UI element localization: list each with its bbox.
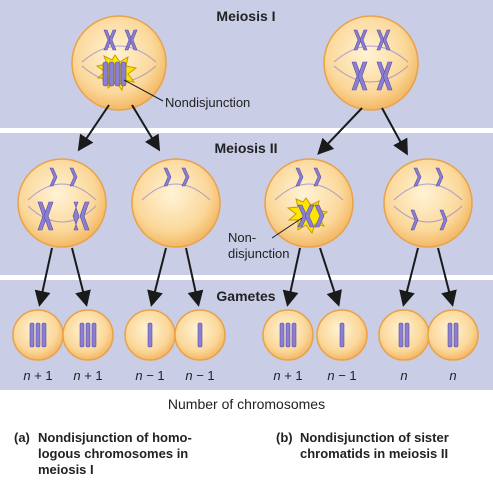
- meiosis2-cell-1: [17, 158, 107, 248]
- gamete-cell: [262, 309, 314, 361]
- chromosome: [339, 322, 345, 348]
- stage-label-meiosis-1: Meiosis I: [216, 8, 276, 24]
- callout-nondisjunction-a: Nondisjunction: [165, 95, 251, 110]
- gamete-count-label: n + 1: [273, 368, 303, 383]
- gamete-cell: [316, 309, 368, 361]
- gamete-count-label: n − 1: [185, 368, 215, 383]
- chromosome: [291, 322, 297, 348]
- chromosome: [453, 322, 459, 348]
- chromosome: [147, 322, 153, 348]
- chromosome: [85, 322, 91, 348]
- chromosome: [398, 322, 404, 348]
- gamete-cell: [427, 309, 479, 361]
- chromosome: [404, 322, 410, 348]
- axis-label: Number of chromosomes: [167, 396, 326, 412]
- caption-a-line-1: Nondisjunction of homo-: [38, 430, 192, 445]
- chromosome: [91, 322, 97, 348]
- gamete-count-label: n: [449, 368, 457, 383]
- callout-nondisjunction-b: Non- disjunction: [228, 230, 289, 262]
- chromosome: [197, 322, 203, 348]
- callout-line-1: Non-: [228, 230, 257, 245]
- chromosome: [285, 322, 291, 348]
- meiosis1-cell-b: [323, 15, 419, 111]
- caption-a: (a) Nondisjunction of homo- logous chrom…: [14, 430, 192, 478]
- gamete-count-label: n + 1: [73, 368, 103, 383]
- chromosome: [279, 322, 285, 348]
- meiosis2-cell-3: [264, 158, 354, 248]
- gamete-count-label: n + 1: [23, 368, 53, 383]
- gamete-count-label: n − 1: [327, 368, 357, 383]
- gamete-count-label: n: [400, 368, 408, 383]
- gamete-cell: [62, 309, 114, 361]
- chromosome: [29, 322, 35, 348]
- arrows-m1-m2: [77, 104, 408, 156]
- chromosome: [41, 322, 47, 348]
- caption-b-marker: (b): [276, 430, 293, 445]
- chromosome: [35, 322, 41, 348]
- chromosome: [447, 322, 453, 348]
- caption-b-line-1: Nondisjunction of sister: [300, 430, 449, 445]
- gamete-row: [12, 309, 479, 361]
- gamete-cell: [174, 309, 226, 361]
- meiosis2-cell-4: [383, 158, 473, 248]
- caption-b-line-2: chromatids in meiosis II: [300, 446, 449, 461]
- meiosis2-cell-2: [131, 158, 221, 248]
- stage-label-gametes: Gametes: [216, 288, 276, 304]
- caption-b: (b) Nondisjunction of sister chromatids …: [276, 430, 449, 462]
- meiosis1-cell-a: [71, 15, 167, 111]
- chromosome: [79, 322, 85, 348]
- gamete-cell: [378, 309, 430, 361]
- arrows-m2-gametes: [34, 247, 457, 307]
- gamete-cell: [124, 309, 176, 361]
- callout-line-2: disjunction: [228, 246, 290, 261]
- caption-a-row-1: (a) Nondisjunction of homo-: [14, 430, 192, 446]
- gamete-count-label: n − 1: [135, 368, 165, 383]
- caption-a-marker: (a): [14, 430, 30, 445]
- caption-a-line-2: logous chromosomes in: [38, 446, 189, 461]
- caption-a-line-3: meiosis I: [38, 462, 94, 477]
- gamete-cell: [12, 309, 64, 361]
- stage-label-meiosis-2: Meiosis II: [214, 140, 278, 156]
- caption-b-row-1: (b) Nondisjunction of sister: [276, 430, 449, 446]
